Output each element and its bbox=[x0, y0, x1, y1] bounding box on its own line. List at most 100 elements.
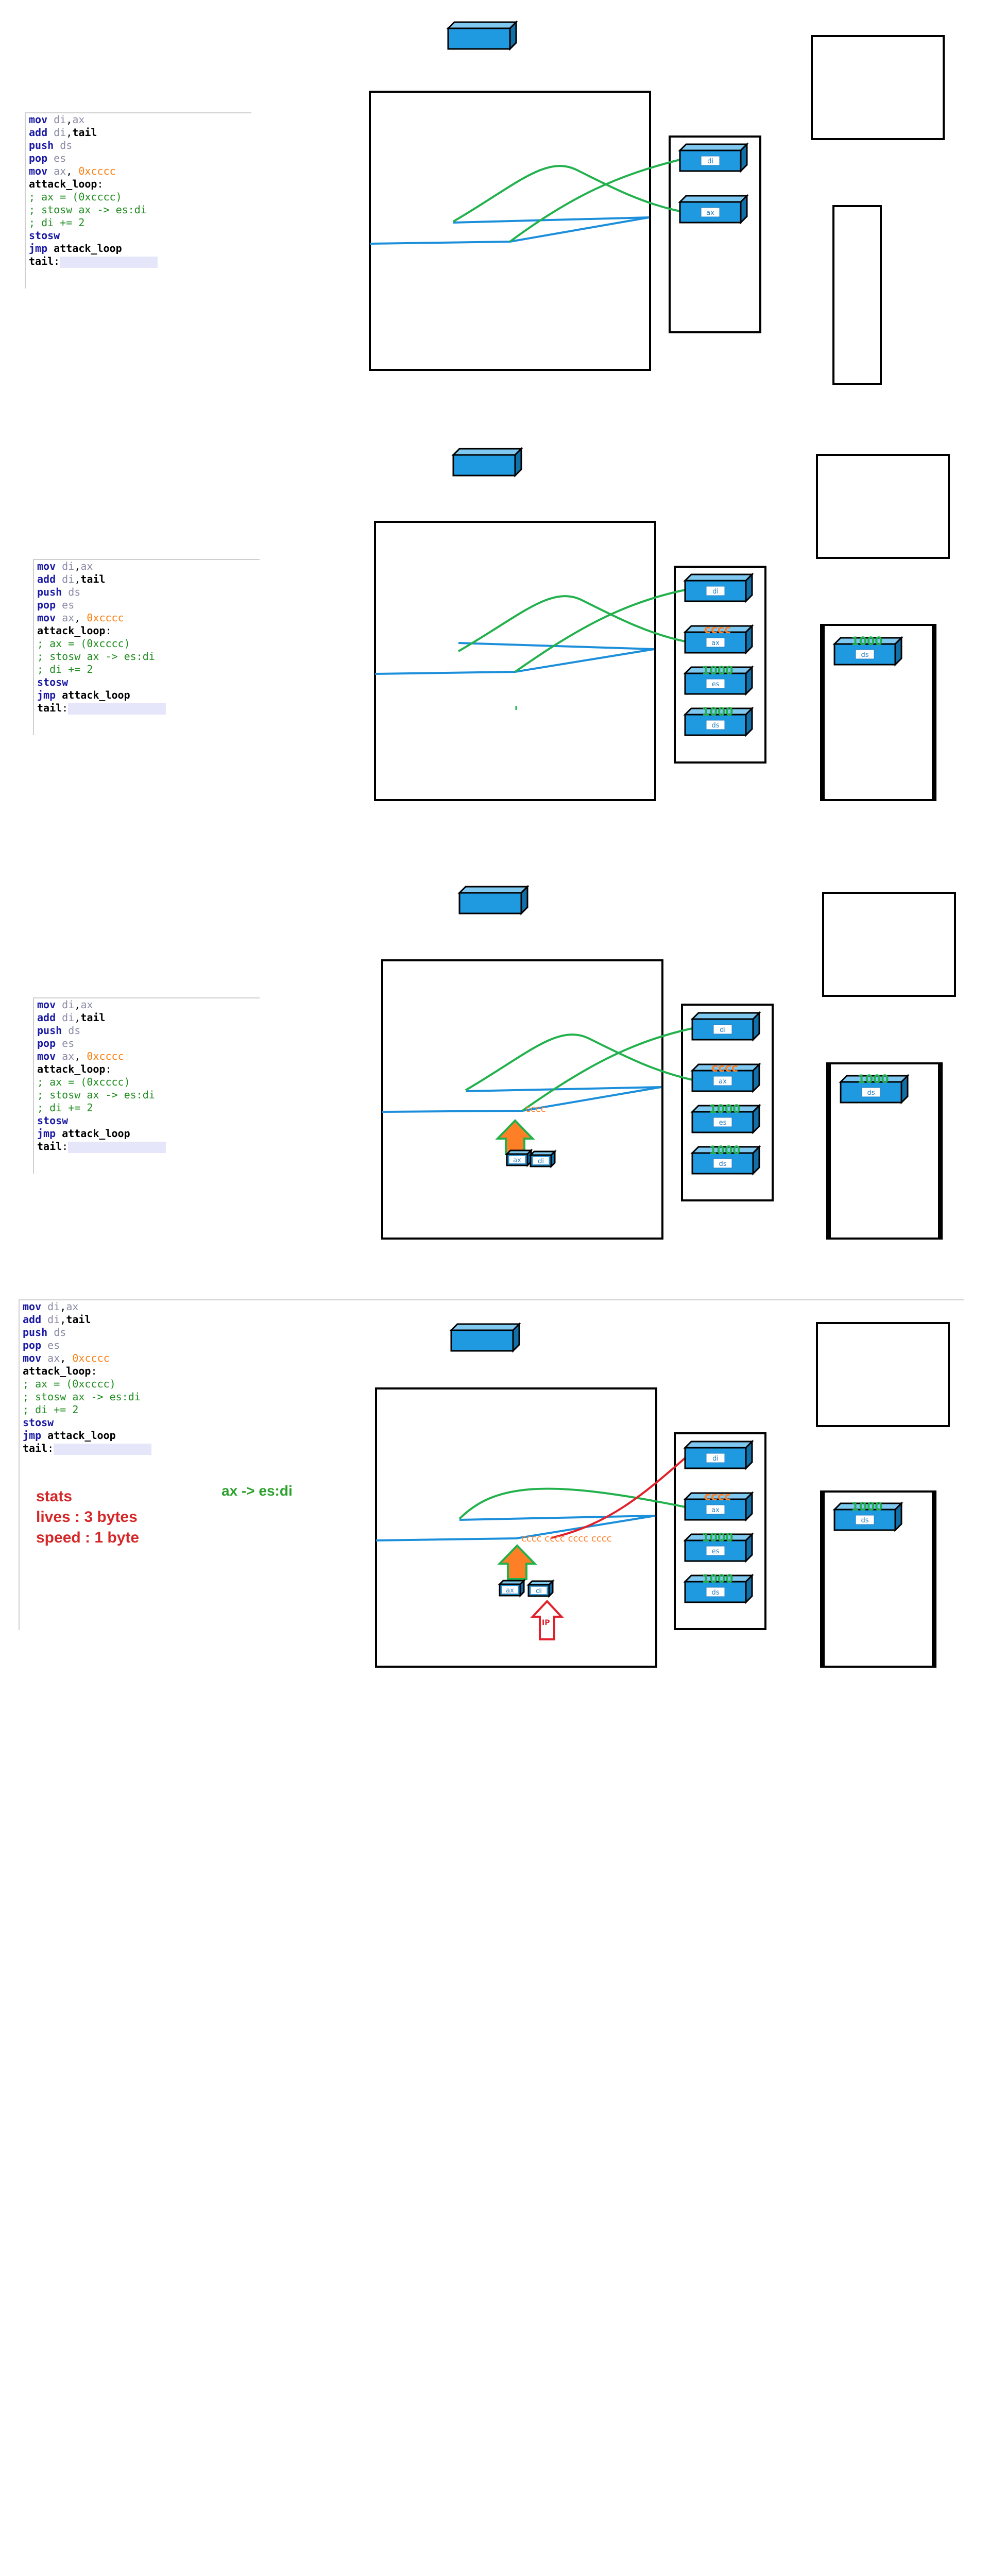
code-line: stosw bbox=[37, 676, 69, 688]
memory-line-2 bbox=[459, 1515, 656, 1521]
code-line: mov di,ax bbox=[37, 998, 93, 1011]
memory-fill-text: cccc bbox=[525, 1104, 546, 1114]
code-line: mov di,ax bbox=[29, 113, 85, 126]
code-line: ; di += 2 bbox=[23, 1403, 79, 1416]
svg-text:1000: 1000 bbox=[702, 1532, 733, 1545]
code-line: ; stosw ax -> es:di bbox=[23, 1391, 141, 1403]
svg-text:di: di bbox=[536, 1587, 542, 1595]
svg-text:es: es bbox=[712, 681, 720, 688]
svg-text:ax: ax bbox=[711, 639, 720, 647]
stats-lives: lives : 3 bytes bbox=[36, 1509, 138, 1526]
code-line: mov ax, 0xcccc bbox=[37, 1050, 124, 1062]
code-line: stosw bbox=[29, 229, 60, 242]
code-line: add di,tail bbox=[23, 1313, 91, 1326]
memory-line bbox=[376, 1515, 656, 1541]
store-annotation: ax -> es:di bbox=[221, 1483, 293, 1499]
svg-text:di: di bbox=[538, 1158, 544, 1165]
green-curve-ax bbox=[452, 165, 680, 223]
memory-box bbox=[381, 959, 663, 1240]
code-line: ; stosw ax -> es:di bbox=[37, 1089, 155, 1101]
memory-line-2 bbox=[465, 1086, 662, 1092]
code-line: add di,tail bbox=[37, 1011, 106, 1024]
code-line: jmp attack_loop bbox=[23, 1429, 116, 1442]
code-line: jmp attack_loop bbox=[29, 242, 122, 255]
svg-text:ax: ax bbox=[719, 1078, 727, 1086]
svg-text:di: di bbox=[712, 1455, 719, 1463]
code-line: push ds bbox=[23, 1326, 66, 1338]
es-di-ax-tag: ax bbox=[505, 1148, 533, 1167]
ip-label: IP bbox=[542, 1619, 550, 1627]
register-ax: ax bbox=[678, 194, 749, 225]
svg-text:di: di bbox=[707, 158, 713, 165]
green-curve-ax bbox=[465, 1033, 693, 1091]
svg-text:cccc: cccc bbox=[704, 1490, 731, 1503]
memory-box bbox=[375, 1387, 657, 1668]
code-line: mov ax, 0xcccc bbox=[37, 612, 124, 624]
svg-text:ax: ax bbox=[711, 1506, 720, 1514]
memory-line bbox=[374, 648, 655, 675]
code-line: ; stosw ax -> es:di bbox=[29, 204, 147, 216]
svg-text:cccc: cccc bbox=[704, 623, 731, 636]
ip-arrow bbox=[530, 1600, 564, 1640]
svg-text:1000: 1000 bbox=[709, 1144, 740, 1157]
code-line: ; ax = (0xcccc) bbox=[23, 1378, 116, 1390]
floating-block-top bbox=[457, 885, 530, 916]
stats-speed: speed : 1 byte bbox=[36, 1529, 140, 1546]
code-line: attack_loop: bbox=[29, 178, 104, 190]
register-box bbox=[681, 1004, 774, 1201]
code-line: mov di,ax bbox=[37, 560, 93, 572]
svg-text:1000: 1000 bbox=[857, 1073, 889, 1086]
code-line: ; di += 2 bbox=[37, 663, 93, 675]
green-curve-di bbox=[509, 159, 680, 243]
diagram-1: di ax bbox=[369, 20, 945, 385]
code-line: attack_loop: bbox=[37, 624, 112, 637]
svg-text:1000: 1000 bbox=[702, 706, 733, 719]
code-line: ; ax = (0xcccc) bbox=[29, 191, 122, 203]
code-line: ; ax = (0xcccc) bbox=[37, 1076, 130, 1088]
code-top-rule bbox=[19, 1299, 964, 1300]
floating-block-top bbox=[449, 1322, 521, 1353]
code-top-rule bbox=[33, 997, 260, 998]
svg-text:es: es bbox=[719, 1119, 727, 1127]
code-line: attack_loop: bbox=[23, 1365, 97, 1377]
code-line: pop es bbox=[37, 599, 75, 611]
register-ds: ds 1000 bbox=[683, 706, 754, 737]
svg-text:di: di bbox=[712, 588, 719, 596]
memory-box bbox=[369, 91, 651, 371]
stats-block: stats lives : 3 bytes speed : 1 byte bbox=[36, 1486, 139, 1548]
svg-text:ds: ds bbox=[861, 1517, 868, 1524]
code-line: tail: bbox=[29, 255, 158, 268]
code-top-rule bbox=[25, 112, 251, 113]
code-line: ; ax = (0xcccc) bbox=[37, 637, 130, 650]
green-curve-di bbox=[521, 1027, 693, 1112]
floating-block-top bbox=[451, 447, 523, 478]
side-box-top bbox=[822, 892, 956, 997]
svg-text:di: di bbox=[720, 1026, 726, 1034]
code-line: pop es bbox=[29, 152, 66, 164]
memory-fill-text: cccc cccc cccc cccc bbox=[521, 1533, 612, 1544]
code-line: ; di += 2 bbox=[37, 1101, 93, 1114]
es-di-di-tag: di bbox=[528, 1149, 557, 1168]
svg-text:ds: ds bbox=[711, 722, 719, 730]
svg-text:ax: ax bbox=[513, 1157, 521, 1164]
code-line: tail: bbox=[23, 1442, 152, 1455]
memory-line-2 bbox=[458, 642, 655, 650]
red-curve-di bbox=[551, 1457, 686, 1539]
code-line: ; stosw ax -> es:di bbox=[37, 650, 155, 663]
svg-text:ds: ds bbox=[711, 1589, 719, 1597]
register-di: di bbox=[678, 142, 749, 173]
